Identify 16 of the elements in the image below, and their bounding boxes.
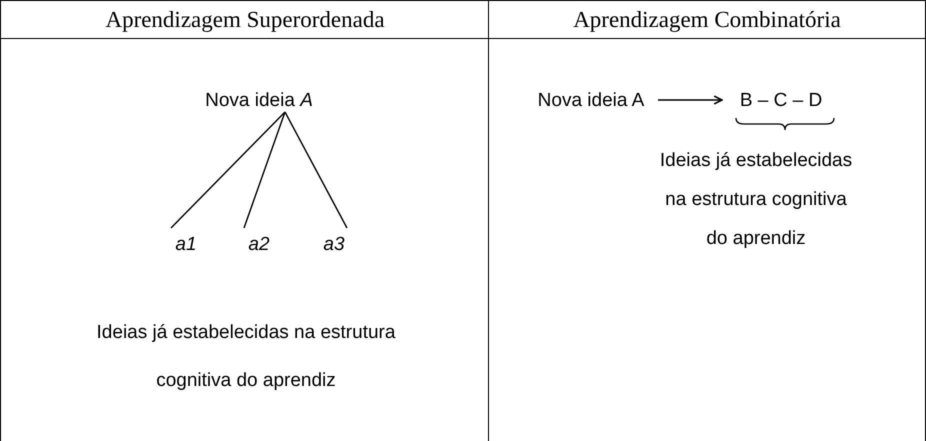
column-heading: Aprendizagem Combinatória	[489, 1, 925, 39]
concept-label: Nova ideia A	[199, 89, 319, 113]
description-text: Ideias já estabelecidas na estrutura cognitiva do aprendiz	[96, 321, 396, 393]
description-text: Ideias já estabelecidas na estrutura cognitiva do aprendiz	[658, 149, 854, 251]
concept-label: B – C – D	[725, 89, 837, 113]
concept-label: Nova ideia A	[525, 89, 657, 113]
table-column	[488, 0, 926, 441]
connector-line	[284, 112, 348, 228]
subconcept-label: a1	[173, 233, 199, 257]
connector-line	[170, 112, 286, 228]
column-heading: Aprendizagem Superordenada	[1, 1, 489, 39]
subconcept-label: a3	[321, 233, 347, 257]
table-column	[0, 0, 489, 441]
arrow	[658, 95, 723, 105]
connector-line	[243, 112, 286, 228]
subconcept-label: a2	[246, 233, 272, 257]
